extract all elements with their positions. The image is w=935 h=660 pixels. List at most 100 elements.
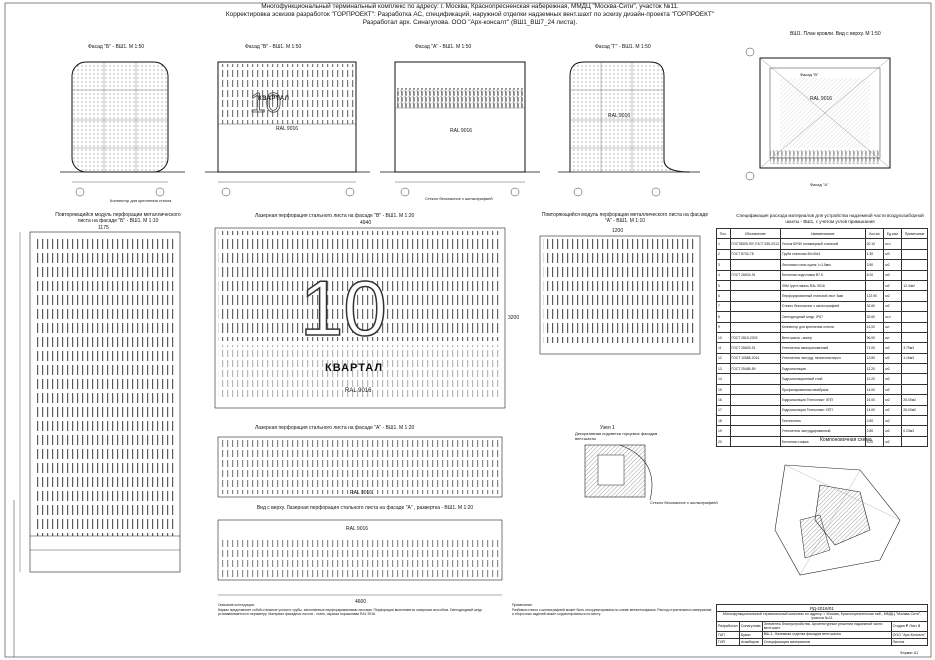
perf-module-a-caption: Повторяющийся модуль перфорации металлич… xyxy=(541,212,709,224)
spec-cell xyxy=(729,394,781,406)
spec-cell: ГОСТ 10588-2014 xyxy=(729,352,781,365)
spec-cell: 3.50 xyxy=(864,259,885,271)
spec-cell xyxy=(729,300,781,313)
ral-plan-label: RAL 9016 xyxy=(810,96,833,102)
spec-cell: Гидроизоляция xyxy=(779,363,866,375)
spec-cell: 3.79м3 xyxy=(901,342,928,354)
spec-cell xyxy=(901,238,928,250)
spec-cell: 32.60 xyxy=(864,300,885,313)
spec-cell xyxy=(729,383,781,396)
spec-cell: 32.60 xyxy=(864,311,885,323)
spec-cell xyxy=(901,321,928,333)
spec-cell: 26.00м2 xyxy=(901,394,928,406)
spec-cell: 19 xyxy=(716,425,731,437)
facade-b-drawing xyxy=(60,61,185,197)
laser-a2-drawing xyxy=(217,519,503,596)
ral-big-label: RAL 9016 xyxy=(345,388,372,394)
spec-cell: 13.80 xyxy=(864,352,885,365)
spec-cell: 2.80 xyxy=(864,415,885,427)
stamp-gap-name: Букин xyxy=(738,630,763,639)
spec-cell: Бетонная стяжка xyxy=(779,435,866,448)
stamp-code: РД-2016/01 xyxy=(716,604,928,612)
dim-1200-label: 1200 xyxy=(612,228,624,234)
spec-cell: 5 xyxy=(716,279,731,292)
spec-cell: 12.4/м2 xyxy=(901,279,928,292)
spec-cell: м2 xyxy=(883,290,903,302)
notes2-body: Разбивка стекол с шелкографией может быт… xyxy=(512,607,712,617)
notes-heading: Описание конструкции: xyxy=(218,603,255,607)
spec-cell xyxy=(729,311,781,323)
spec-cell xyxy=(729,279,781,292)
spec-cell: Труба стальная 40х40х3 xyxy=(779,248,866,261)
stamp-gip-label: ГИП xyxy=(716,637,740,646)
svg-text:10: 10 xyxy=(300,264,387,352)
spec-cell: Утеплитель минераловатный xyxy=(779,342,866,354)
stamp-sheets-label: Листов xyxy=(890,637,929,646)
spec-cell: Светодиодный шнур, IP67 xyxy=(779,311,866,323)
spec-cell xyxy=(901,290,928,302)
spec-cell xyxy=(901,435,928,448)
spec-cell xyxy=(901,415,928,427)
spec-cell xyxy=(901,269,928,281)
construction-notes: Описание конструкции: Каркас представляе… xyxy=(218,603,508,617)
laser-a-drawing xyxy=(217,436,503,498)
title-line-2: Корректировка эскизов разработок "ГОРПРО… xyxy=(225,11,715,18)
roof-plan-drawing xyxy=(745,47,891,181)
spec-cell: Уголок 50*50 полимерный стальной xyxy=(779,238,866,250)
spec-cell: 1.30 xyxy=(864,248,885,261)
spec-cell xyxy=(901,331,928,344)
svg-text:10: 10 xyxy=(250,87,281,118)
laser-v-drawing: 10 xyxy=(214,227,506,409)
uzel-glass-label: Стекло безопасное с шелкографией xyxy=(650,500,718,505)
spec-cell: 2.80 xyxy=(864,425,885,437)
ral-g-label: RAL 9016 xyxy=(608,113,631,119)
stamp-element: Элементы благоустройства. Архитектурные … xyxy=(761,620,892,632)
spec-header-unit: Ед.изм. xyxy=(883,227,903,240)
spec-cell xyxy=(901,363,928,375)
title-block: РД-2016/01 Многофункциональный терминаль… xyxy=(716,604,929,646)
spec-cell xyxy=(901,259,928,271)
spec-cell: шт xyxy=(883,331,903,344)
spec-cell xyxy=(729,415,781,427)
dim-4940-label: 4940 xyxy=(360,220,372,226)
spec-cell: ГОСТ 25485-89 xyxy=(729,363,781,375)
spec-cell: Коннектор для крепления стекла xyxy=(779,321,866,333)
spec-cell: 6 xyxy=(716,290,731,302)
stamp-format: Формат А1 xyxy=(900,651,919,655)
spec-cell: 20.10 xyxy=(864,238,885,250)
spec-cell: 3 xyxy=(716,259,731,271)
spec-cell: Геотекстиль xyxy=(779,415,866,427)
spec-cell: 122.90 xyxy=(864,290,885,302)
spec-cell: 96.00 xyxy=(864,331,885,344)
uzel-1-drawing xyxy=(584,444,653,501)
spec-cell: 15 xyxy=(716,383,731,396)
spec-cell: ГОСТ 26633-91 xyxy=(729,269,781,281)
title-line-1: Многофункциональный терминальный комплек… xyxy=(261,3,679,10)
perf-module-b-drawing xyxy=(19,231,181,573)
spec-cell: 8 xyxy=(716,311,731,323)
kvartal-big-label: КВАРТАЛ xyxy=(325,362,384,374)
spec-cell xyxy=(864,279,885,292)
spec-cell: 41.00 xyxy=(864,321,885,333)
stamp-stage-value: Р xyxy=(905,624,909,629)
spec-cell xyxy=(901,248,928,261)
facade-b-caption: Фасад "Б" - ВШ1. М 1:50 xyxy=(88,44,145,50)
scheme-title: Компоновочная схема xyxy=(820,437,872,443)
plan-facade-a-label: Фасад "А" xyxy=(810,182,829,187)
spec-cell: 17 xyxy=(716,404,731,417)
spec-header-note: Примечание xyxy=(901,227,928,240)
dim-1175-label: 1175 xyxy=(98,225,109,231)
